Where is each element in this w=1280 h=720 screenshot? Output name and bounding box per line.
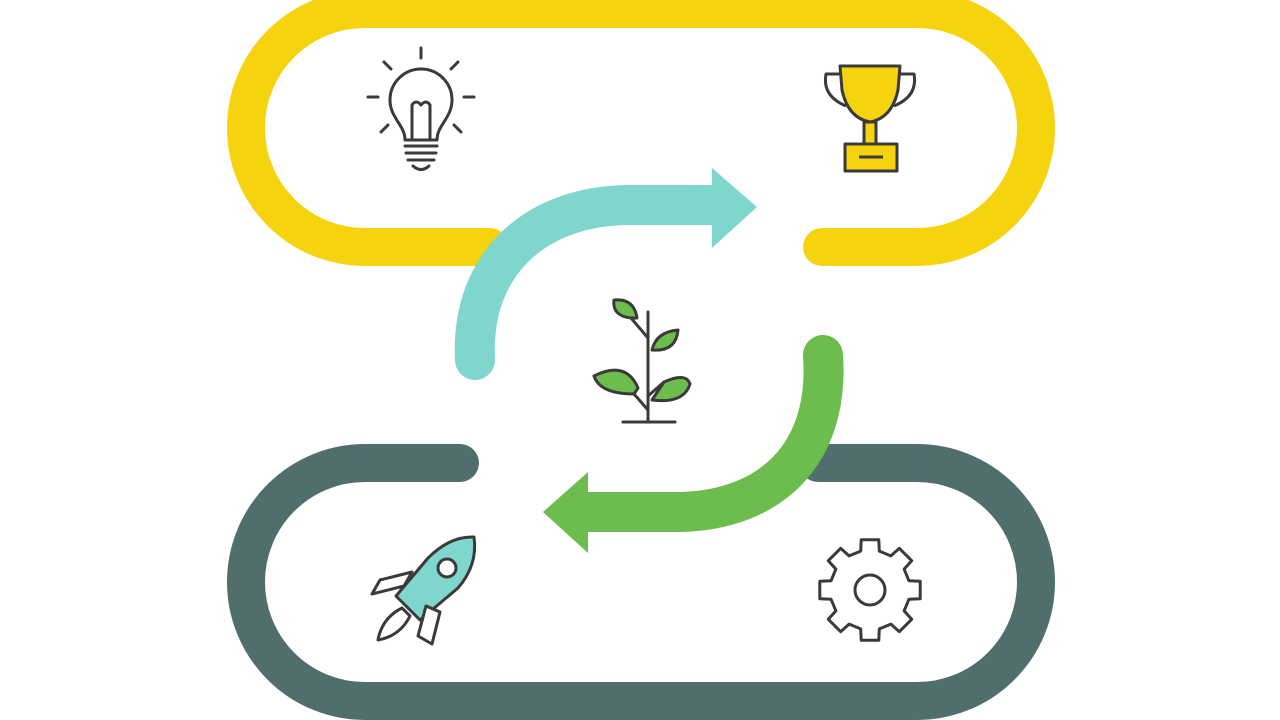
top-loop <box>227 0 1055 266</box>
rocket-icon <box>370 535 477 646</box>
lightbulb-icon <box>366 46 476 171</box>
bottom-loop <box>227 444 1055 720</box>
arrow-top-right <box>454 168 757 380</box>
arrow-bottom-left-shaft <box>568 335 844 532</box>
trophy-icon <box>823 64 917 173</box>
gear-icon <box>818 538 922 642</box>
arrow-bottom-left-head <box>543 472 588 553</box>
arrow-top-right-shaft <box>454 185 732 380</box>
arrow-bottom-left <box>543 335 844 553</box>
plant-sprout-icon <box>592 298 692 424</box>
arrow-top-right-head <box>712 168 757 248</box>
